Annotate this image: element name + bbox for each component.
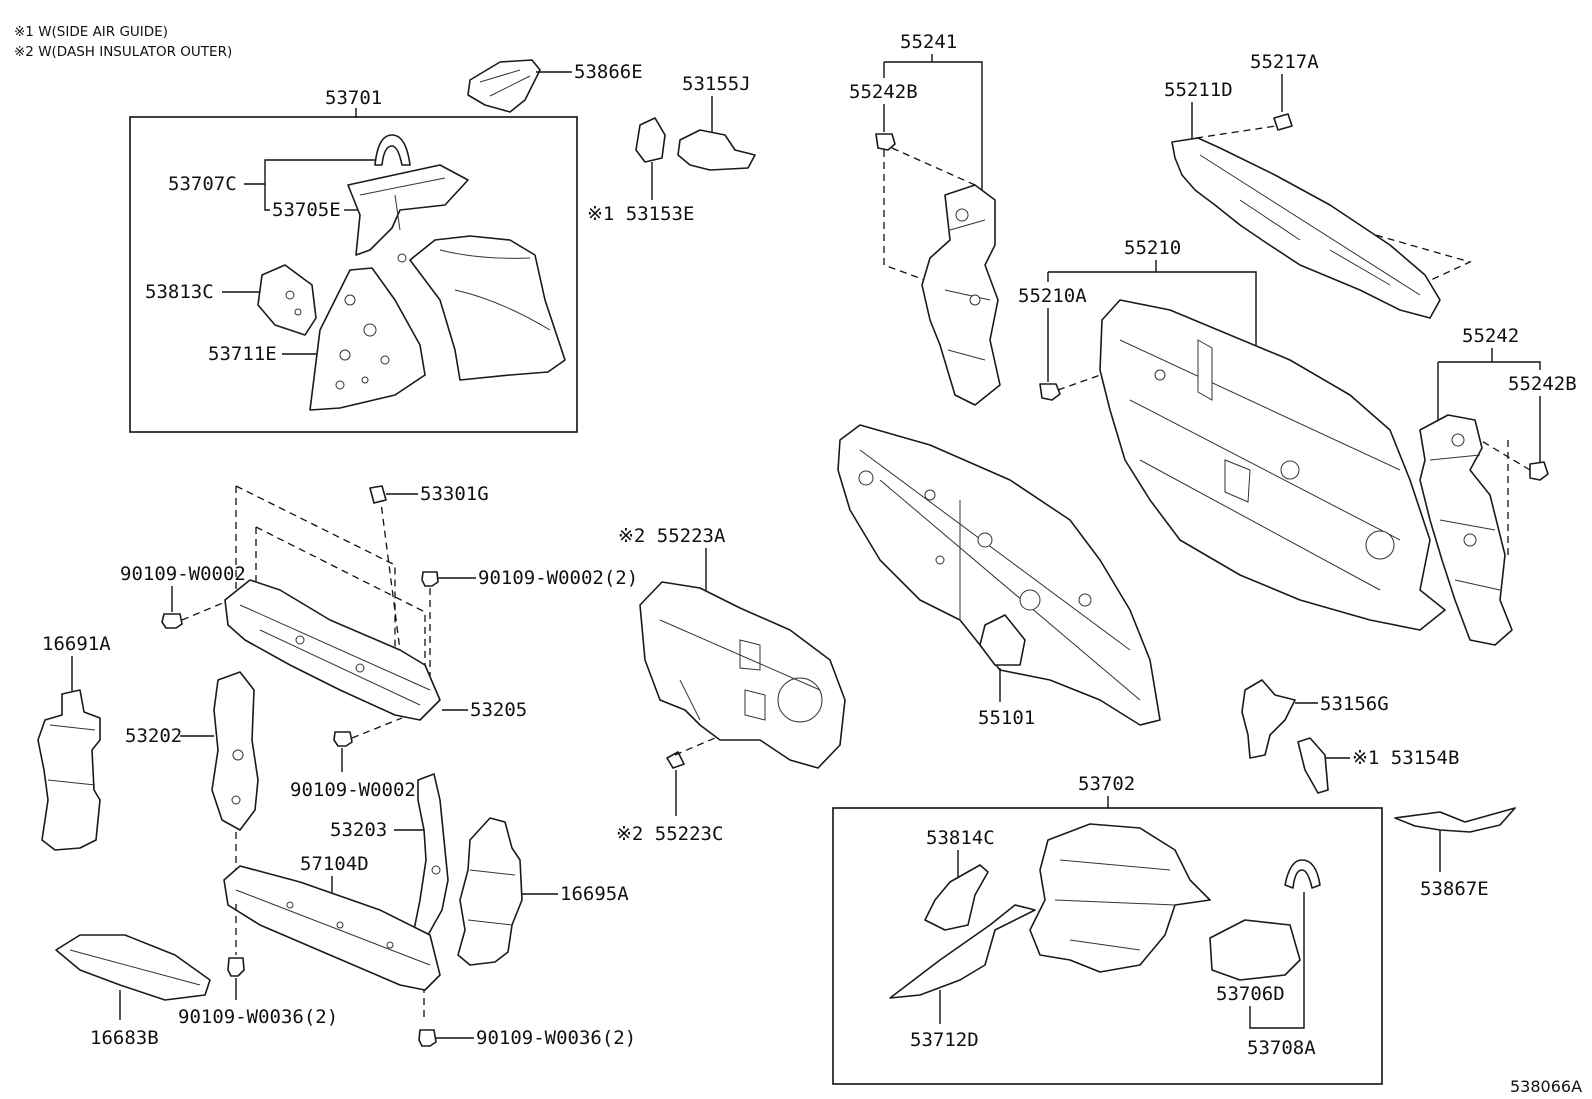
part-wheelhouse-upper [409, 235, 566, 381]
part-53203 [413, 773, 449, 936]
label-55241: 55241 [900, 31, 957, 53]
part-53708a [1284, 859, 1321, 889]
label-53205: 53205 [470, 699, 527, 721]
part-55242b-clip-top [875, 133, 896, 151]
label-53701: 53701 [325, 87, 382, 109]
part-55217a [1273, 113, 1293, 131]
part-55241 [921, 184, 1001, 406]
label-90109-w0002-mid: 90109-W0002 [290, 779, 416, 801]
part-53205 [224, 579, 441, 721]
part-53712d [889, 904, 1036, 999]
label-53867e: 53867E [1420, 878, 1489, 900]
label-53711e: 53711E [208, 343, 277, 365]
part-55210 [1099, 299, 1446, 631]
diagram-reference-code: 538066A [1510, 1077, 1582, 1096]
label-55101: 55101 [978, 707, 1035, 729]
part-55223c-clip [666, 751, 685, 769]
label-53866e: 53866E [574, 61, 643, 83]
part-53153e [635, 117, 666, 163]
label-16695a: 16695A [560, 883, 629, 905]
label-90109-w0002-left: 90109-W0002 [120, 563, 246, 585]
label-53156g: 53156G [1320, 693, 1389, 715]
part-53711e [309, 267, 426, 411]
part-53867e [1394, 807, 1516, 833]
label-55217a: 55217A [1250, 51, 1319, 73]
label-16683b: 16683B [90, 1027, 159, 1049]
part-16691a [37, 689, 101, 851]
part-53814c [924, 864, 989, 931]
part-55101 [837, 424, 1161, 726]
label-55242: 55242 [1462, 325, 1519, 347]
part-bolt-90109-w0002-top [421, 571, 439, 587]
part-wheelhouse-lower [1029, 823, 1211, 973]
group-box-53701 [129, 116, 578, 433]
label-53155j: 53155J [682, 73, 751, 95]
label-53712d: 53712D [910, 1029, 979, 1051]
label-53708a: 53708A [1247, 1037, 1316, 1059]
label-53706d: 53706D [1216, 983, 1285, 1005]
part-16695a [457, 817, 523, 966]
label-57104d: 57104D [300, 853, 369, 875]
part-53154b [1297, 737, 1329, 794]
label-53705e: 53705E [272, 199, 341, 221]
part-55223a [639, 581, 846, 769]
part-16683b [55, 934, 211, 1001]
part-bolt-90109-w0036-left [227, 957, 245, 977]
label-53814c: 53814C [926, 827, 995, 849]
label-55210: 55210 [1124, 237, 1181, 259]
label-55211d: 55211D [1164, 79, 1233, 101]
label-16691a: 16691A [42, 633, 111, 655]
part-53866e [467, 59, 541, 113]
part-bolt-90109-w0002-left [161, 613, 183, 629]
part-53156g [1241, 679, 1296, 759]
label-55242b-top: 55242B [849, 81, 918, 103]
label-90109-w0036-2-right: 90109-W0036(2) [476, 1027, 636, 1049]
label-53203: 53203 [330, 819, 387, 841]
part-53706d [1209, 919, 1301, 981]
label-53702: 53702 [1078, 773, 1135, 795]
part-53707c [374, 134, 411, 166]
label-53153e: ※1 53153E [587, 203, 694, 225]
label-90109-w0002-2-top: 90109-W0002(2) [478, 567, 638, 589]
part-53155j [677, 129, 756, 171]
label-53202: 53202 [125, 725, 182, 747]
part-55242b-clip-right [1529, 461, 1549, 481]
label-53813c: 53813C [145, 281, 214, 303]
label-90109-w0036-2-left: 90109-W0036(2) [178, 1006, 338, 1028]
label-55210a: 55210A [1018, 285, 1087, 307]
label-53707c: 53707C [168, 173, 237, 195]
label-55223c: ※2 55223C [616, 823, 723, 845]
label-55242b-right: 55242B [1508, 373, 1577, 395]
label-55223a: ※2 55223A [618, 525, 726, 547]
note-dash-insulator-outer: ※2 W(DASH INSULATOR OUTER) [14, 44, 232, 60]
label-53154b: ※1 53154B [1352, 747, 1459, 769]
part-53705e [347, 164, 469, 256]
part-bolt-90109-w0002-mid [333, 731, 353, 747]
part-57104d [223, 865, 441, 991]
label-53301g: 53301G [420, 483, 489, 505]
part-55211d [1171, 137, 1441, 319]
part-53301g [369, 485, 387, 504]
part-53813c [257, 264, 317, 336]
part-bolt-90109-w0036-right [418, 1029, 437, 1047]
note-side-air-guide: ※1 W(SIDE AIR GUIDE) [14, 24, 168, 40]
part-55210a-clip [1039, 383, 1061, 401]
